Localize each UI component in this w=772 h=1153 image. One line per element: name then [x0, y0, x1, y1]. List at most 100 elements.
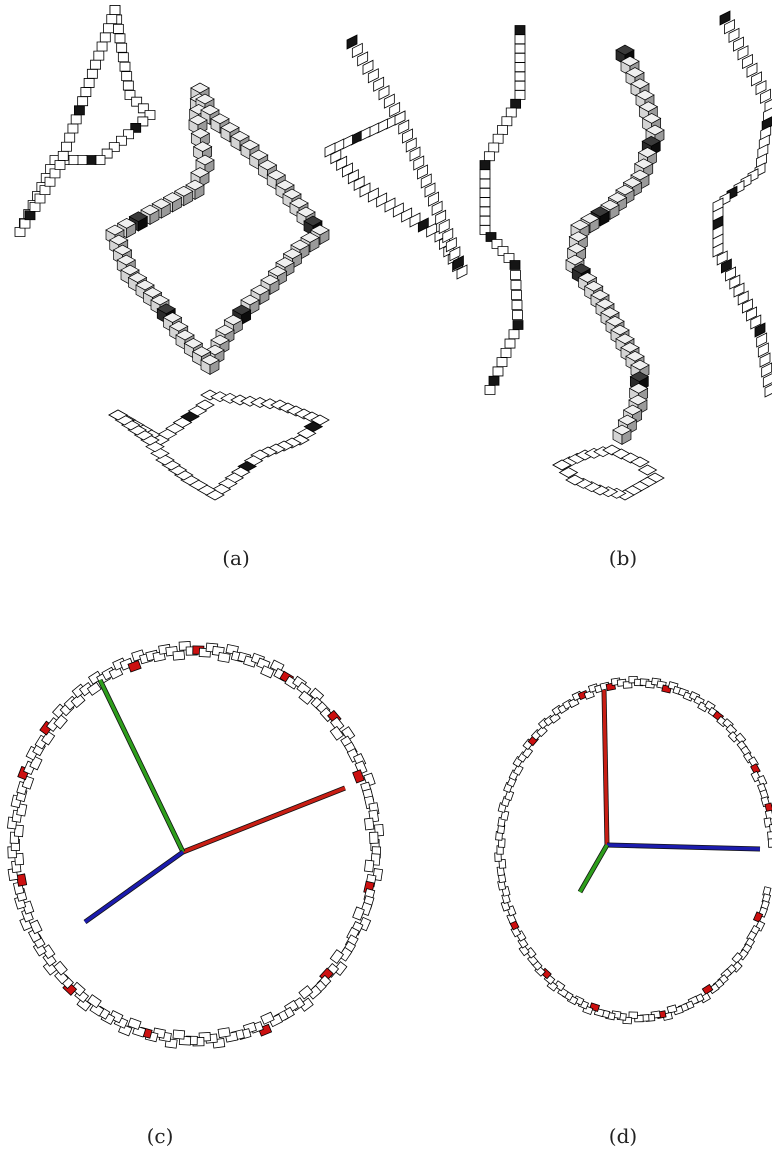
- projection-cell: [558, 467, 579, 478]
- key-cell: [453, 255, 464, 271]
- projection-cell: [746, 62, 758, 78]
- projection-cell: [330, 149, 342, 165]
- ring-cell: [364, 817, 375, 831]
- projection-cell: [728, 27, 740, 44]
- ring-cell: [333, 961, 348, 976]
- panel-c: [7, 641, 385, 1049]
- ring-cell: [697, 701, 709, 713]
- ring-cell: [70, 693, 86, 709]
- projection-cell: [501, 116, 513, 127]
- projection-cell: [54, 160, 66, 170]
- projection-cell: [114, 33, 126, 44]
- projection-cell: [435, 209, 447, 225]
- ring-cell: [298, 997, 314, 1012]
- projection-cell: [725, 266, 736, 282]
- projection-cell: [99, 32, 111, 43]
- key-cell: [754, 322, 766, 338]
- ring-cell: [260, 665, 275, 679]
- projection-cell: [511, 300, 523, 310]
- projection-cell: [479, 187, 491, 198]
- ring-cell: [41, 944, 56, 960]
- projection-cell: [405, 137, 417, 153]
- projection-cell: [442, 227, 454, 244]
- ring-cell: [734, 732, 747, 745]
- ring-cell: [298, 985, 314, 1000]
- projection-cell: [514, 52, 526, 63]
- projection-cell: [479, 206, 491, 217]
- projection-cell: [565, 474, 585, 486]
- projection-cell: [504, 338, 516, 349]
- projection-cell: [336, 155, 348, 171]
- projection-cell: [552, 459, 572, 471]
- projection-cell: [64, 132, 76, 143]
- ring-cell: [86, 994, 102, 1009]
- ring-cell: [76, 997, 92, 1012]
- projection-cell: [428, 191, 439, 207]
- projection-cell: [762, 373, 772, 388]
- projection-cell: [402, 128, 413, 144]
- projection-cell: [90, 59, 101, 70]
- projection-cell: [496, 357, 508, 368]
- ring-cell: [369, 831, 379, 844]
- voxel: [200, 354, 220, 375]
- b-projection-left: [479, 25, 526, 395]
- projection-cell: [373, 76, 385, 92]
- projection-cell: [409, 146, 421, 162]
- projection-cell: [456, 264, 468, 280]
- projection-cell: [61, 141, 72, 152]
- ring-cell: [549, 712, 561, 724]
- caption-c: (c): [147, 1124, 174, 1148]
- projection-cell: [514, 71, 526, 82]
- key-cell: [85, 155, 97, 165]
- projection-cell: [500, 347, 512, 358]
- ring-cell: [108, 666, 124, 680]
- ring-cell: [70, 981, 86, 997]
- projection-cell: [39, 185, 51, 196]
- projection-cell: [108, 409, 128, 421]
- ring-cell: [628, 1011, 638, 1019]
- projection-cell: [383, 93, 395, 109]
- projection-cell: [505, 107, 517, 118]
- ring-cell: [42, 960, 58, 976]
- ring-cell: [769, 823, 772, 834]
- key-cell: [514, 25, 526, 35]
- voxel: [612, 424, 632, 445]
- ring-cell: [127, 1017, 142, 1031]
- key-cell: [719, 10, 731, 26]
- axis-z: [606, 843, 761, 851]
- projection-cell: [746, 306, 757, 322]
- key-cell: [127, 659, 142, 673]
- projection-cell: [742, 53, 753, 70]
- axis-y: [578, 844, 609, 893]
- caption-d: (d): [609, 1124, 637, 1148]
- projection-cell: [94, 155, 106, 165]
- projection-cell: [34, 193, 46, 204]
- ring-cell: [553, 980, 566, 992]
- projection-cell: [362, 59, 374, 75]
- projection-cell: [637, 464, 658, 476]
- projection-cell: [76, 155, 88, 165]
- ring-cell: [172, 650, 186, 661]
- ring-cell: [338, 946, 353, 962]
- c-voxel-ring: [7, 641, 385, 1049]
- ring-cell: [217, 652, 231, 663]
- ring-cell: [108, 1010, 124, 1024]
- ring-cell: [14, 852, 25, 866]
- ring-cell: [512, 764, 524, 776]
- projection-cell: [755, 79, 767, 96]
- projection-cell: [394, 110, 406, 126]
- projection-cell: [514, 90, 526, 100]
- key-cell: [510, 98, 522, 109]
- ring-cell: [329, 949, 345, 964]
- projection-cell: [751, 71, 762, 87]
- ring-cell: [583, 689, 595, 700]
- ring-cell: [666, 1004, 678, 1014]
- ring-cell: [298, 690, 314, 705]
- projection-cell: [122, 80, 134, 91]
- projection-cell: [342, 162, 353, 178]
- ring-cell: [269, 659, 285, 673]
- ring-cell: [309, 687, 325, 703]
- projection-cell: [479, 169, 491, 180]
- ring-cell: [521, 746, 534, 759]
